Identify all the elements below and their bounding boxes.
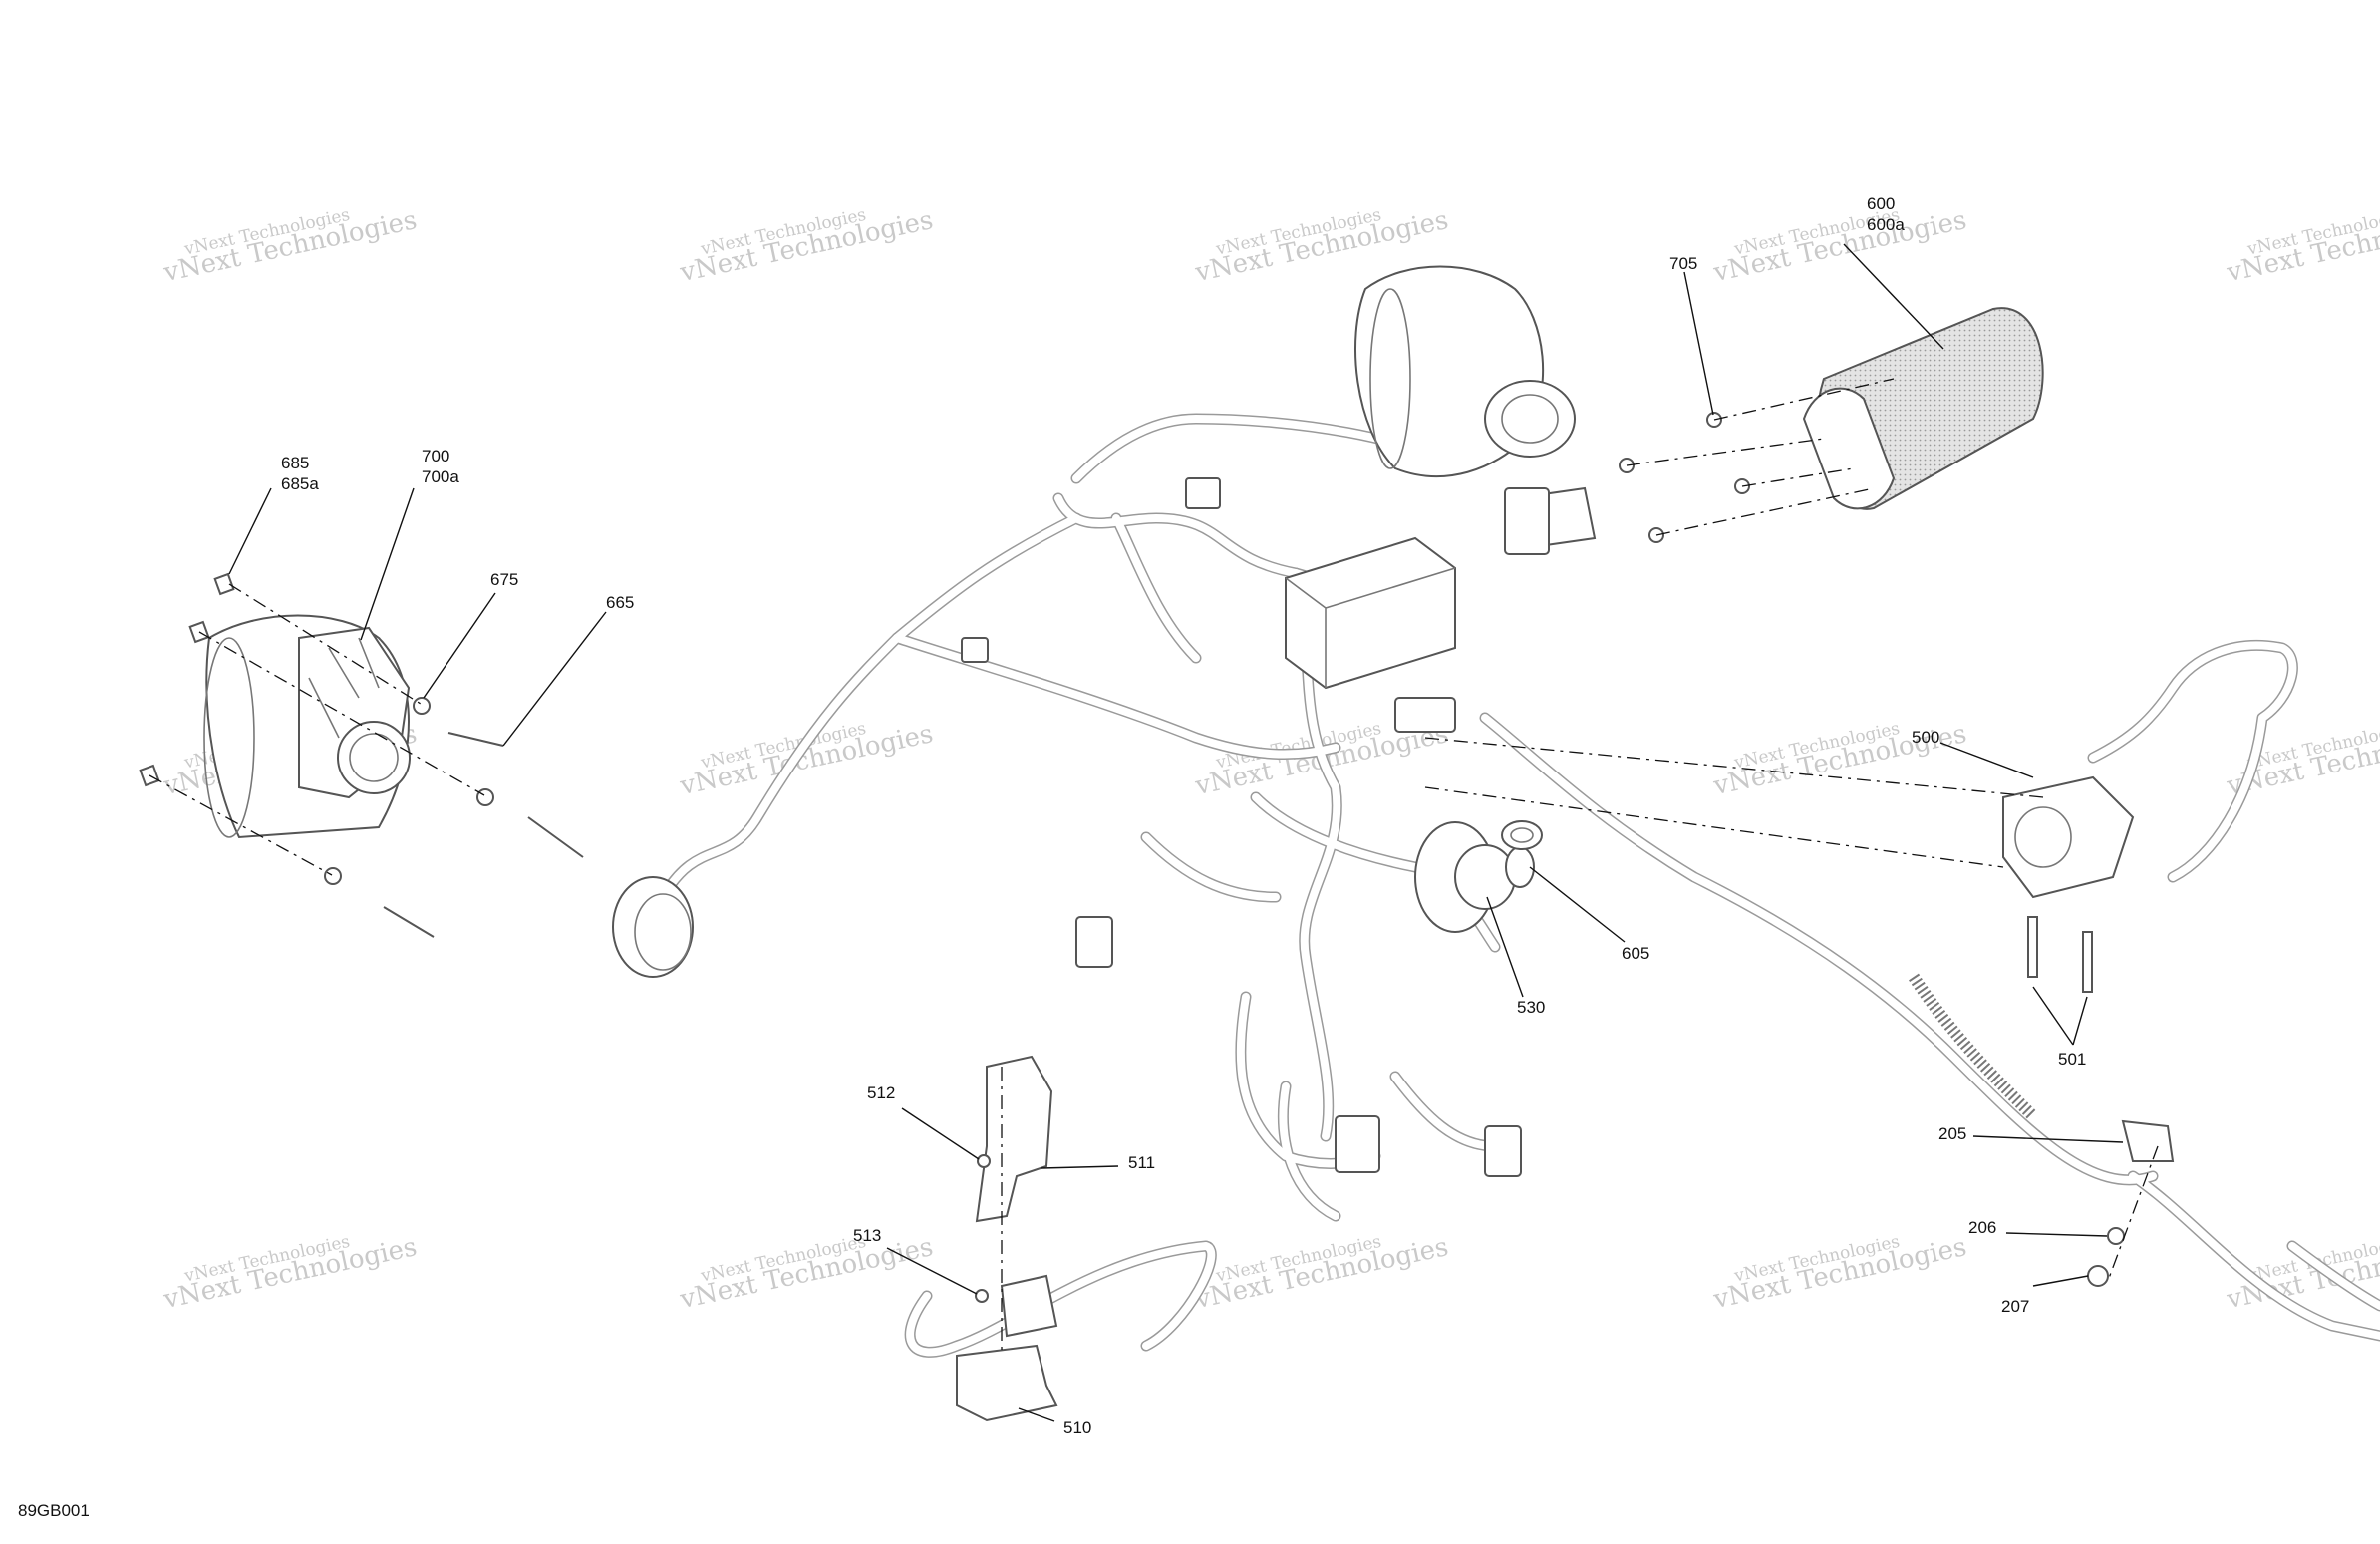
callout-500: 500 — [1912, 728, 1939, 747]
front-marker-light — [612, 876, 694, 978]
callout-510: 510 — [1063, 1418, 1091, 1437]
callout-705: 705 — [1669, 254, 1697, 273]
gauge-screws — [1619, 412, 1750, 543]
callout-501: 501 — [2058, 1050, 2086, 1069]
ignition-switch — [1414, 820, 1543, 933]
callout-511: 511 — [1128, 1153, 1155, 1172]
callout-600-alt: 600a — [1867, 215, 1905, 234]
left-headlight — [203, 614, 411, 839]
callout-205: 205 — [1938, 1124, 1966, 1143]
callout-513: 513 — [853, 1226, 881, 1245]
harness-connectors — [961, 477, 1550, 1177]
callout-512: 512 — [867, 1083, 895, 1102]
clamp-parts — [2087, 1119, 2175, 1287]
wiring-harness — [657, 413, 2380, 1342]
diagram-code: 89GB001 — [18, 1501, 90, 1520]
handlebar-switch — [2002, 775, 2135, 993]
center-headlight — [1354, 265, 1576, 477]
leader-lines — [228, 243, 2124, 1422]
callout-530: 530 — [1517, 998, 1545, 1017]
callout-labels: 685 685a 700 700a 675 665 705 600 600a 500 605 530 5… — [281, 194, 2086, 1437]
callout-605: 605 — [1622, 944, 1649, 963]
bracket-assembly — [904, 1055, 1217, 1422]
callout-665: 665 — [606, 593, 634, 612]
callout-685: 685 — [281, 454, 309, 472]
gauge-cluster — [1802, 307, 2044, 510]
callout-206: 206 — [1968, 1218, 1996, 1237]
headlight-screws — [139, 572, 584, 938]
callout-207: 207 — [2001, 1297, 2029, 1316]
callout-685-alt: 685a — [281, 474, 319, 493]
alignment-lines — [149, 378, 2159, 1356]
callout-700: 700 — [422, 447, 449, 465]
callout-600: 600 — [1867, 194, 1895, 213]
callout-700-alt: 700a — [422, 467, 459, 486]
callout-675: 675 — [490, 570, 518, 589]
